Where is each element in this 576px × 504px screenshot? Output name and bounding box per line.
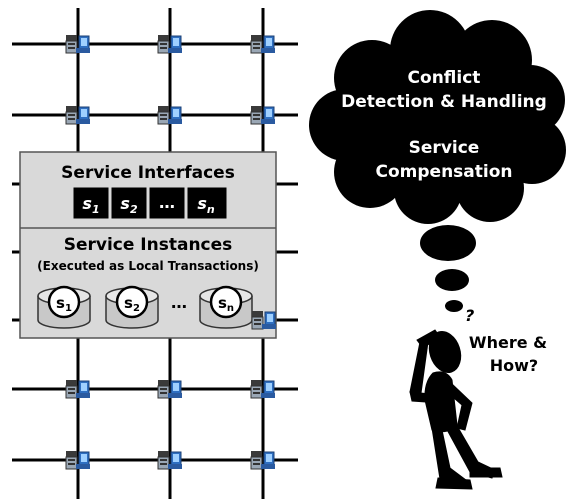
interface-chips: s1 s2 … sn <box>72 186 228 220</box>
instance-label: s1 <box>56 294 72 314</box>
service-panel: Service Interfaces s1 s2 … sn Service In… <box>19 151 277 339</box>
thinking-person-figure <box>409 329 503 490</box>
thought-cloud <box>309 10 566 312</box>
thought-bubble <box>435 269 469 291</box>
instance-label: sn <box>218 294 234 314</box>
cloud-line-4: Compensation <box>376 162 513 182</box>
thought-bubble <box>420 225 476 261</box>
thought-bubble <box>445 300 463 312</box>
service-instances-title: Service Instances <box>64 235 233 255</box>
interface-chip-label: s2 <box>120 194 138 216</box>
service-instance-1: s1 <box>37 285 91 329</box>
instances-ellipsis: … <box>171 293 187 312</box>
instance-label: s2 <box>124 294 140 314</box>
interface-chip-label: s1 <box>82 194 99 216</box>
service-instances-subtitle: (Executed as Local Transactions) <box>37 259 259 273</box>
interface-chip-ellipsis: … <box>159 193 175 212</box>
cloud-line-2: Detection & Handling <box>341 92 547 112</box>
interface-chip <box>110 186 148 220</box>
interface-chip <box>148 186 186 220</box>
interface-chip <box>186 186 228 220</box>
person-speech-line-2: How? <box>490 356 538 375</box>
service-interfaces-title: Service Interfaces <box>61 163 235 183</box>
cloud-line-3: Service <box>409 138 480 158</box>
service-instance-n: sn <box>199 285 253 329</box>
interface-chip <box>72 186 110 220</box>
person-question-mark: ? <box>465 306 474 325</box>
service-instance-2: s2 <box>105 285 159 329</box>
person-speech-line-1: Where & <box>469 333 547 352</box>
cloud-line-1: Conflict <box>408 68 481 88</box>
interface-chip-label: sn <box>197 194 215 216</box>
